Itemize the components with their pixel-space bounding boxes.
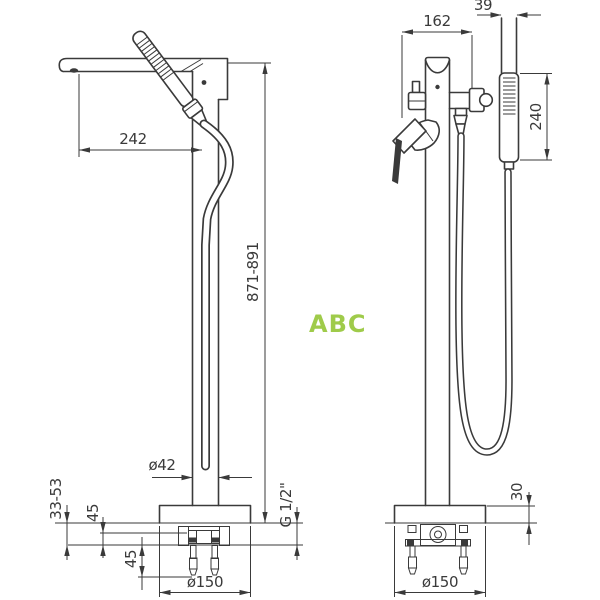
- grip-texture: [136, 36, 174, 81]
- body-dot: [201, 80, 207, 85]
- dim-label: 33-53: [47, 478, 65, 520]
- column-side: [424, 56, 451, 507]
- base-side: [393, 504, 487, 524]
- hand-shower: [132, 30, 207, 126]
- hose-connector: [503, 161, 515, 170]
- dim-height-range: 871-891: [228, 62, 271, 523]
- lever-handle: [392, 118, 440, 184]
- dim-label: 871-891: [244, 242, 262, 302]
- dim-label: 39: [474, 0, 492, 14]
- shower-hose-front: [199, 119, 234, 471]
- dim-column-diameter: ø42: [148, 456, 252, 481]
- dim-label: 30: [508, 483, 526, 501]
- base-front: [158, 504, 252, 524]
- front-view: 242 871-891 ø42 33-53 45: [47, 30, 303, 597]
- dim-label: ø42: [148, 456, 175, 474]
- holder-notch: [478, 92, 494, 108]
- anchor-bolts-front: [188, 545, 220, 576]
- dim-handshower-width: 39: [474, 0, 541, 18]
- lever-blade: [392, 138, 402, 184]
- dim-inlet-thread: G 1/2": [277, 482, 300, 560]
- dim-label: 242: [119, 130, 146, 148]
- dim-label: ø150: [422, 573, 458, 591]
- shower-hose-side: [455, 132, 513, 456]
- dim-handshower-length: 240: [520, 73, 552, 161]
- dim-label: ø150: [187, 573, 223, 591]
- side-view: 162 39 240 30 ø150: [385, 0, 552, 597]
- dim-label: 162: [423, 12, 450, 30]
- dim-label: G 1/2": [277, 482, 295, 527]
- spout-gusset: [180, 59, 204, 72]
- dim-lower-offset: 45: [122, 537, 145, 590]
- dim-floor-range: 33-53: [47, 478, 70, 560]
- dim-base-diameter-front: ø150: [159, 526, 251, 597]
- spout-outlet: [69, 68, 79, 73]
- grip-texture-side: [503, 77, 516, 115]
- watermark: ABC: [309, 310, 366, 338]
- hand-shower-side: [498, 17, 520, 170]
- dim-depth: 162: [401, 12, 473, 118]
- mounting-bracket-front: [178, 526, 230, 546]
- dim-spout-reach: 242: [78, 74, 202, 157]
- dim-base-diameter-side: ø150: [394, 526, 486, 597]
- anchor-bolts-side: [407, 545, 469, 575]
- spout: [58, 57, 229, 101]
- dim-label: 240: [527, 103, 545, 130]
- mounting-bracket-side: [405, 524, 471, 547]
- spout-section-arc: [424, 59, 451, 74]
- hose-elbow: [453, 107, 468, 136]
- diverter-knob: [407, 80, 427, 111]
- column: [191, 70, 220, 507]
- dim-base-height: 30: [487, 483, 535, 545]
- dim-label: 45: [122, 550, 140, 568]
- shower-holder: [448, 87, 494, 113]
- dim-label: 45: [84, 504, 102, 522]
- dim-upper-offset: 45: [84, 504, 106, 558]
